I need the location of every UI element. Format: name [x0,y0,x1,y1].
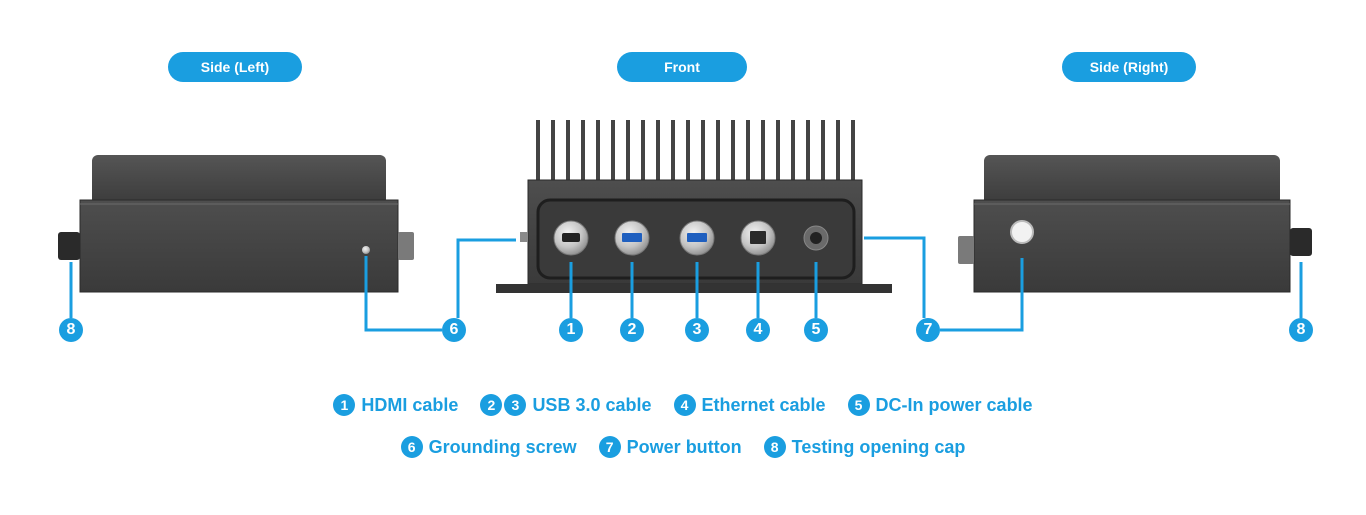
legend-number: 5 [847,394,870,416]
callout-4: 4 [746,318,770,342]
legend-label: HDMI cable [361,394,459,415]
legend-label: Testing opening cap [791,436,966,457]
leader-lines [69,236,1303,332]
legend-row-1: 1 HDMI cable 2 3 USB 3.0 cable 4 Etherne… [0,394,1366,416]
mounting-flange [496,284,892,293]
legend-label: DC-In power cable [875,394,1033,415]
legend-number: 6 [400,436,423,458]
hdmi-port [553,220,589,256]
legend-item-ethernet: 4 Ethernet cable [673,394,826,416]
callout-3: 3 [685,318,709,342]
legend-item-dc-in: 5 DC-In power cable [847,394,1033,416]
legend-number: 3 [504,394,527,416]
left-side-view [58,155,414,293]
left-lid [92,155,386,205]
legend-number: 7 [598,436,621,458]
legend-label: Ethernet cable [701,394,826,415]
legend-number: 1 [333,394,356,416]
front-label: Front [617,52,747,82]
left-test-cap [58,232,80,260]
usb-port-2 [679,220,715,256]
left-connector [398,232,414,260]
power-button-icon [1010,220,1034,244]
front-view [496,120,892,293]
callout-5: 5 [804,318,828,342]
usb-port-1 [614,220,650,256]
callout-6: 6 [442,318,466,342]
heatsink-fins [536,120,855,182]
legend-item-test-cap: 8 Testing opening cap [763,436,966,458]
dc-in-port [803,225,829,251]
legend-label: Grounding screw [428,436,577,457]
right-body [973,199,1291,293]
legend-number: 4 [673,394,696,416]
legend-label: Power button [626,436,742,457]
right-lid [984,155,1280,205]
side-left-label: Side (Left) [168,52,302,82]
callout-8-left: 8 [59,318,83,342]
right-side-view [958,155,1312,293]
right-connector [958,236,974,264]
left-body [79,199,399,293]
callout-8-right: 8 [1289,318,1313,342]
legend-item-grounding: 6 Grounding screw [400,436,577,458]
legend-item-usb: 2 3 USB 3.0 cable [480,394,652,416]
legend-item-power-button: 7 Power button [598,436,742,458]
legend-row-2: 6 Grounding screw 7 Power button 8 Testi… [0,436,1366,458]
callout-1: 1 [559,318,583,342]
callout-7: 7 [916,318,940,342]
side-right-label: Side (Right) [1062,52,1196,82]
grounding-screw-icon [362,246,370,254]
legend-label: USB 3.0 cable [532,394,652,415]
legend-number: 8 [763,436,786,458]
legend-number: 2 [480,394,503,416]
legend-item-hdmi: 1 HDMI cable [333,394,458,416]
right-test-cap [1290,228,1312,256]
ethernet-port [740,220,776,256]
front-ground-screw [520,232,528,242]
callout-2: 2 [620,318,644,342]
